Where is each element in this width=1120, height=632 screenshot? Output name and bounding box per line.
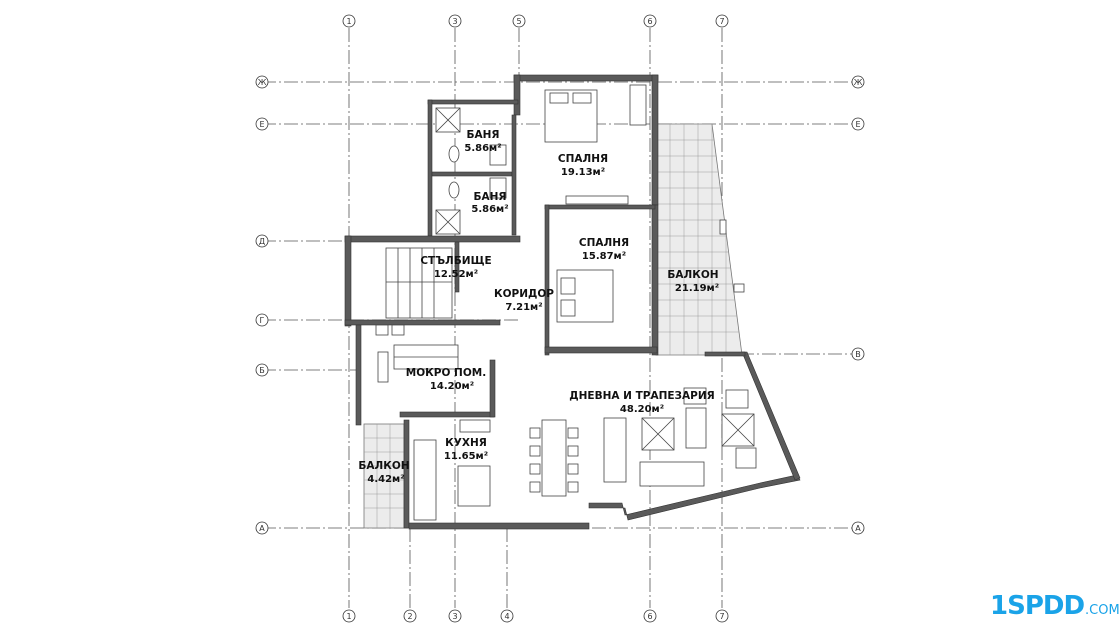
svg-text:В: В bbox=[855, 350, 861, 359]
room-area: 21.19м² bbox=[675, 283, 719, 294]
svg-text:А: А bbox=[259, 524, 265, 533]
svg-text:1: 1 bbox=[346, 612, 351, 621]
room-area: 11.65м² bbox=[444, 451, 488, 462]
axis-marker-zh-left: Ж bbox=[255, 75, 269, 89]
room-area: 5.86м² bbox=[471, 204, 508, 215]
axis-marker-4-bottom: 4 bbox=[500, 609, 514, 623]
svg-text:7: 7 bbox=[719, 17, 724, 26]
axis-marker-b-left: Б bbox=[255, 363, 269, 377]
svg-text:Ж: Ж bbox=[854, 78, 863, 87]
room-label-wet-room: МОКРО ПОМ. 14.20м² bbox=[406, 367, 486, 392]
svg-text:1: 1 bbox=[346, 17, 351, 26]
room-name: СТЪЛБИЩЕ bbox=[420, 255, 491, 267]
balcony-tiles bbox=[363, 123, 743, 529]
room-area: 7.21м² bbox=[505, 302, 542, 313]
svg-text:Ж: Ж bbox=[258, 78, 267, 87]
site-logo[interactable]: 1SPDD .COM bbox=[990, 589, 1120, 623]
room-area: 15.87м² bbox=[582, 251, 626, 262]
axis-marker-1-top: 1 bbox=[342, 14, 356, 28]
room-label-bedroom-2: СПАЛНЯ 15.87м² bbox=[579, 237, 629, 262]
svg-text:4: 4 bbox=[504, 612, 509, 621]
room-label-balcony-right: БАЛКОН 21.19м² bbox=[667, 269, 719, 294]
axis-markers: 1 3 5 6 7 1 2 3 4 6 7 Ж Ж Е Е Д Г В Б А … bbox=[255, 14, 865, 623]
room-label-bath-2: БАНЯ 5.86м² bbox=[471, 191, 508, 215]
svg-text:6: 6 bbox=[647, 17, 652, 26]
svg-text:Д: Д bbox=[259, 237, 265, 246]
room-name: КУХНЯ bbox=[445, 437, 487, 449]
room-name: БАНЯ bbox=[473, 191, 506, 203]
svg-text:2: 2 bbox=[407, 612, 412, 621]
walls bbox=[344, 74, 801, 530]
svg-text:Б: Б bbox=[259, 366, 265, 375]
axis-marker-3-bottom: 3 bbox=[448, 609, 462, 623]
axis-marker-6-top: 6 bbox=[643, 14, 657, 28]
room-name: СПАЛНЯ bbox=[579, 237, 629, 249]
axis-marker-3-top: 3 bbox=[448, 14, 462, 28]
axis-marker-d-left: Д bbox=[255, 234, 269, 248]
room-area: 14.20м² bbox=[430, 381, 474, 392]
logo-text: 1SPDD bbox=[990, 591, 1085, 621]
axis-marker-1-bottom: 1 bbox=[342, 609, 356, 623]
axis-marker-a-right: А bbox=[851, 521, 865, 535]
svg-text:Е: Е bbox=[855, 120, 860, 129]
furniture bbox=[375, 84, 757, 521]
room-labels: БАНЯ 5.86м² БАНЯ 5.86м² СПАЛНЯ 19.13м² С… bbox=[358, 129, 719, 485]
svg-text:3: 3 bbox=[452, 612, 457, 621]
room-area: 4.42м² bbox=[367, 474, 404, 485]
svg-text:Г: Г bbox=[260, 316, 265, 325]
room-name: БАЛКОН bbox=[358, 460, 409, 472]
axis-marker-7-bottom: 7 bbox=[715, 609, 729, 623]
room-label-bedroom-1: СПАЛНЯ 19.13м² bbox=[558, 153, 608, 178]
axis-marker-7-top: 7 bbox=[715, 14, 729, 28]
axis-marker-a-left: А bbox=[255, 521, 269, 535]
room-label-bath-1: БАНЯ 5.86м² bbox=[464, 129, 501, 154]
axis-marker-5-top: 5 bbox=[512, 14, 526, 28]
room-name: МОКРО ПОМ. bbox=[406, 367, 486, 379]
room-name: ДНЕВНА И ТРАПЕЗАРИЯ bbox=[569, 390, 714, 402]
room-label-kitchen: КУХНЯ 11.65м² bbox=[444, 437, 488, 462]
axis-marker-v-right: В bbox=[851, 347, 865, 361]
logo-suffix: .COM bbox=[1085, 602, 1120, 618]
room-label-balcony-left: БАЛКОН 4.42м² bbox=[358, 460, 409, 485]
svg-text:А: А bbox=[855, 524, 861, 533]
svg-text:7: 7 bbox=[719, 612, 724, 621]
svg-text:5: 5 bbox=[516, 17, 521, 26]
room-area: 5.86м² bbox=[464, 143, 501, 154]
svg-text:3: 3 bbox=[452, 17, 457, 26]
room-area: 48.20м² bbox=[620, 404, 664, 415]
room-label-stairs: СТЪЛБИЩЕ 12.52м² bbox=[420, 255, 491, 280]
room-label-living-dining: ДНЕВНА И ТРАПЕЗАРИЯ 48.20м² bbox=[569, 390, 714, 415]
axis-marker-e-left: Е bbox=[255, 117, 269, 131]
axis-marker-2-bottom: 2 bbox=[403, 609, 417, 623]
room-area: 12.52м² bbox=[434, 269, 478, 280]
room-name: КОРИДОР bbox=[494, 288, 554, 300]
room-name: БАЛКОН bbox=[667, 269, 718, 281]
room-area: 19.13м² bbox=[561, 167, 605, 178]
axis-marker-e-right: Е bbox=[851, 117, 865, 131]
room-name: СПАЛНЯ bbox=[558, 153, 608, 165]
svg-text:6: 6 bbox=[647, 612, 652, 621]
room-label-corridor: КОРИДОР 7.21м² bbox=[494, 288, 554, 313]
axis-marker-g-left: Г bbox=[255, 313, 269, 327]
axis-marker-6-bottom: 6 bbox=[643, 609, 657, 623]
axis-marker-zh-right: Ж bbox=[851, 75, 865, 89]
svg-text:Е: Е bbox=[259, 120, 264, 129]
room-name: БАНЯ bbox=[466, 129, 499, 141]
